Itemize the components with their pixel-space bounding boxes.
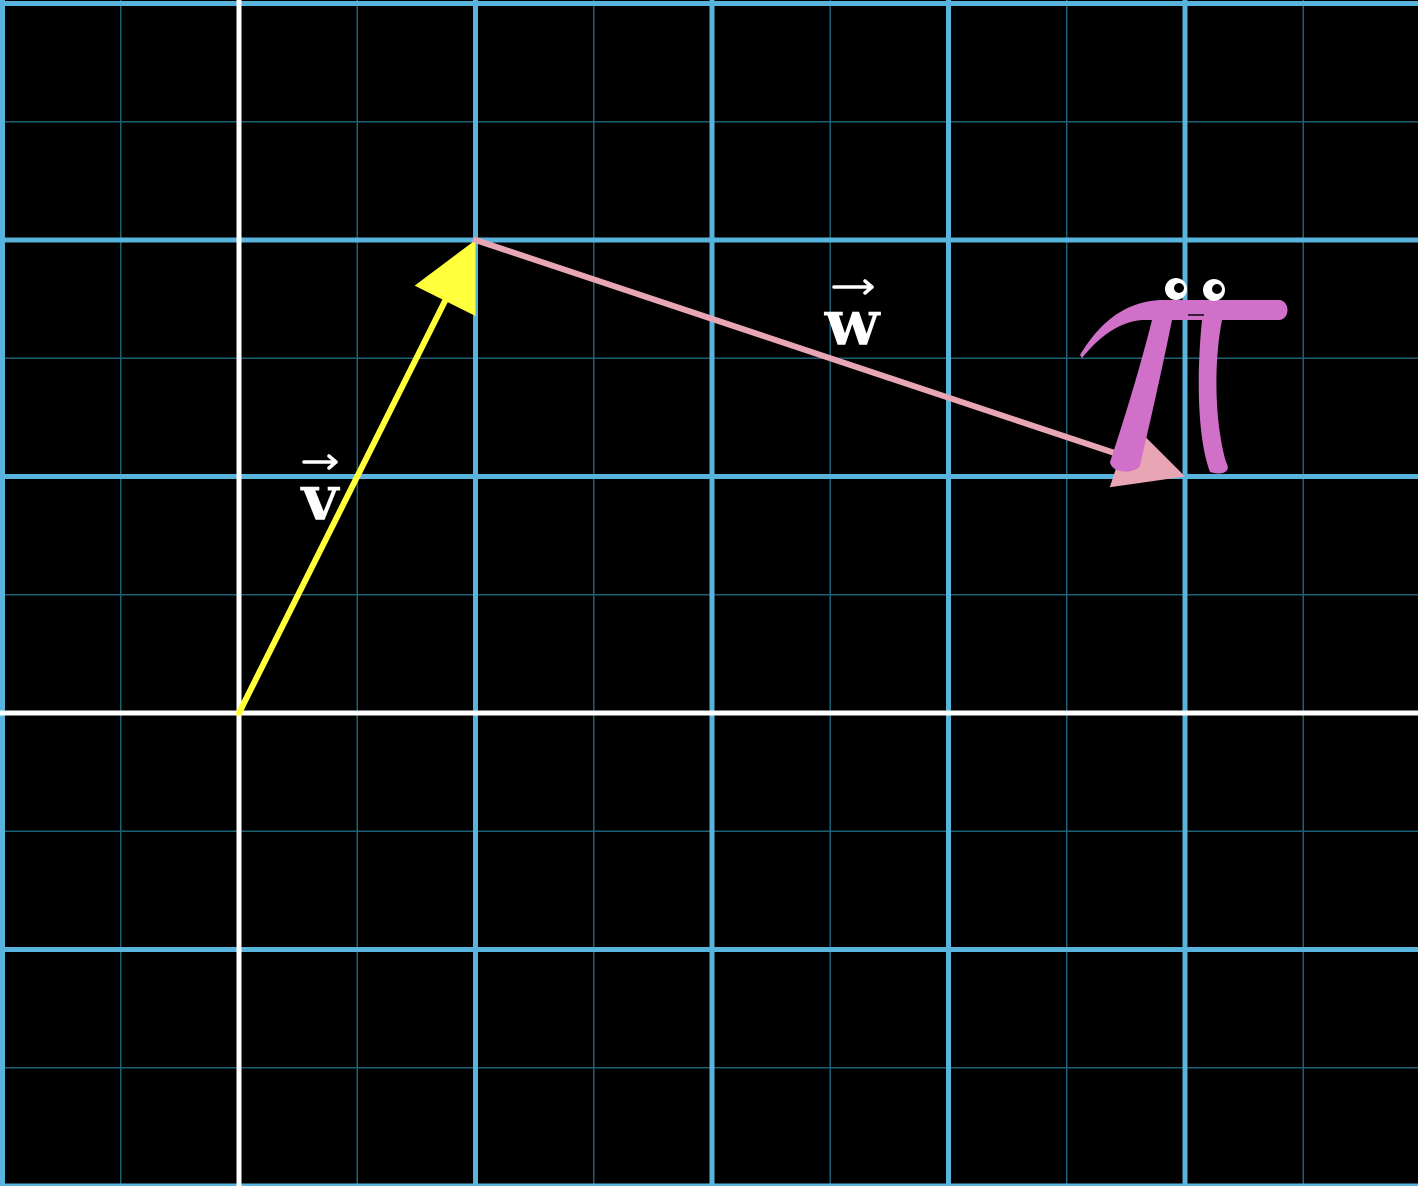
pi-creature-left-pupil (1174, 283, 1184, 293)
vector-w-shaft (472, 237, 1128, 460)
vector-v (236, 240, 476, 716)
vector-v-shaft (236, 294, 450, 716)
vector-arrow-accent-icon (832, 279, 874, 295)
vector-w-label-group: w (823, 279, 881, 361)
pi-creature-icon (1080, 278, 1288, 474)
vector-v-label-group: v (299, 454, 340, 536)
vector-w-label: w (823, 286, 881, 361)
pi-creature-body (1080, 300, 1288, 474)
vector-arrow-accent-icon (302, 454, 338, 470)
pi-creature-right-pupil (1212, 284, 1222, 294)
vector-v-label: v (299, 461, 340, 536)
vector-v-arrowhead (414, 240, 476, 317)
